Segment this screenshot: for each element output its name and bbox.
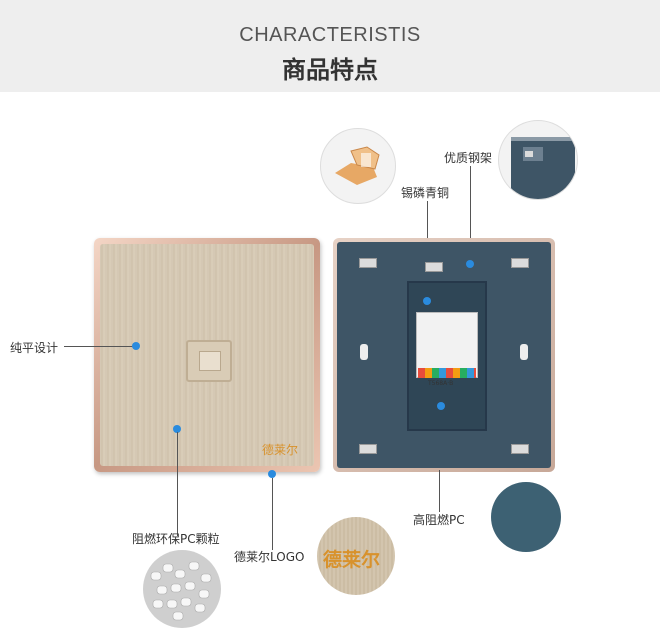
clip-top-left: [359, 258, 377, 268]
steel-frame-closeup: [498, 120, 578, 200]
leader-pc-pellets: [177, 432, 178, 536]
clip-bottom-left: [359, 444, 377, 454]
leader-flat-design: [64, 346, 136, 347]
wiring-color-strip: [418, 368, 476, 378]
marker-back-lower: [437, 402, 445, 410]
steel-frame-image: [511, 137, 575, 199]
leader-steel-frame: [470, 166, 471, 262]
bronze-contact-closeup: [320, 128, 396, 204]
header-title-en: CHARACTERISTIS: [239, 24, 421, 46]
bronze-contact-image: [335, 146, 380, 185]
clip-top-center: [425, 262, 443, 272]
label-pc-pellets: 阻燃环保PC颗粒: [132, 532, 220, 546]
clip-top-right: [511, 258, 529, 268]
logo-closeup: 德莱尔: [317, 517, 395, 595]
section-header: CHARACTERISTIS 商品特点: [0, 0, 660, 92]
network-jack-port: [186, 340, 232, 382]
clip-bottom-right: [511, 444, 529, 454]
logo-closeup-text: 德莱尔: [323, 549, 381, 571]
label-high-flame-pc: 高阻燃PC: [413, 513, 465, 527]
marker-tin-bronze: [423, 297, 431, 305]
header-title-cn: 商品特点: [282, 56, 378, 84]
module-standard-text: T568A·B: [428, 380, 454, 387]
brand-mark: 德莱尔: [262, 443, 299, 457]
marker-steel-frame: [466, 260, 474, 268]
slot-right: [520, 344, 528, 360]
material-swatch-closeup: [491, 482, 561, 552]
pellets-image: [150, 561, 212, 621]
label-flat-design: 纯平设计: [10, 341, 59, 355]
label-logo: 德莱尔LOGO: [234, 550, 305, 564]
marker-pc-pellets: [173, 425, 181, 433]
pc-pellets-closeup: [143, 550, 221, 628]
label-steel-frame: 优质钢架: [444, 151, 493, 165]
network-jack-opening: [199, 351, 221, 371]
label-tin-bronze: 锡磷青铜: [401, 186, 450, 200]
marker-flat-design: [132, 342, 140, 350]
leader-high-flame-pc: [439, 470, 440, 512]
leader-logo: [272, 478, 273, 550]
slot-left: [360, 344, 368, 360]
marker-logo: [268, 470, 276, 478]
